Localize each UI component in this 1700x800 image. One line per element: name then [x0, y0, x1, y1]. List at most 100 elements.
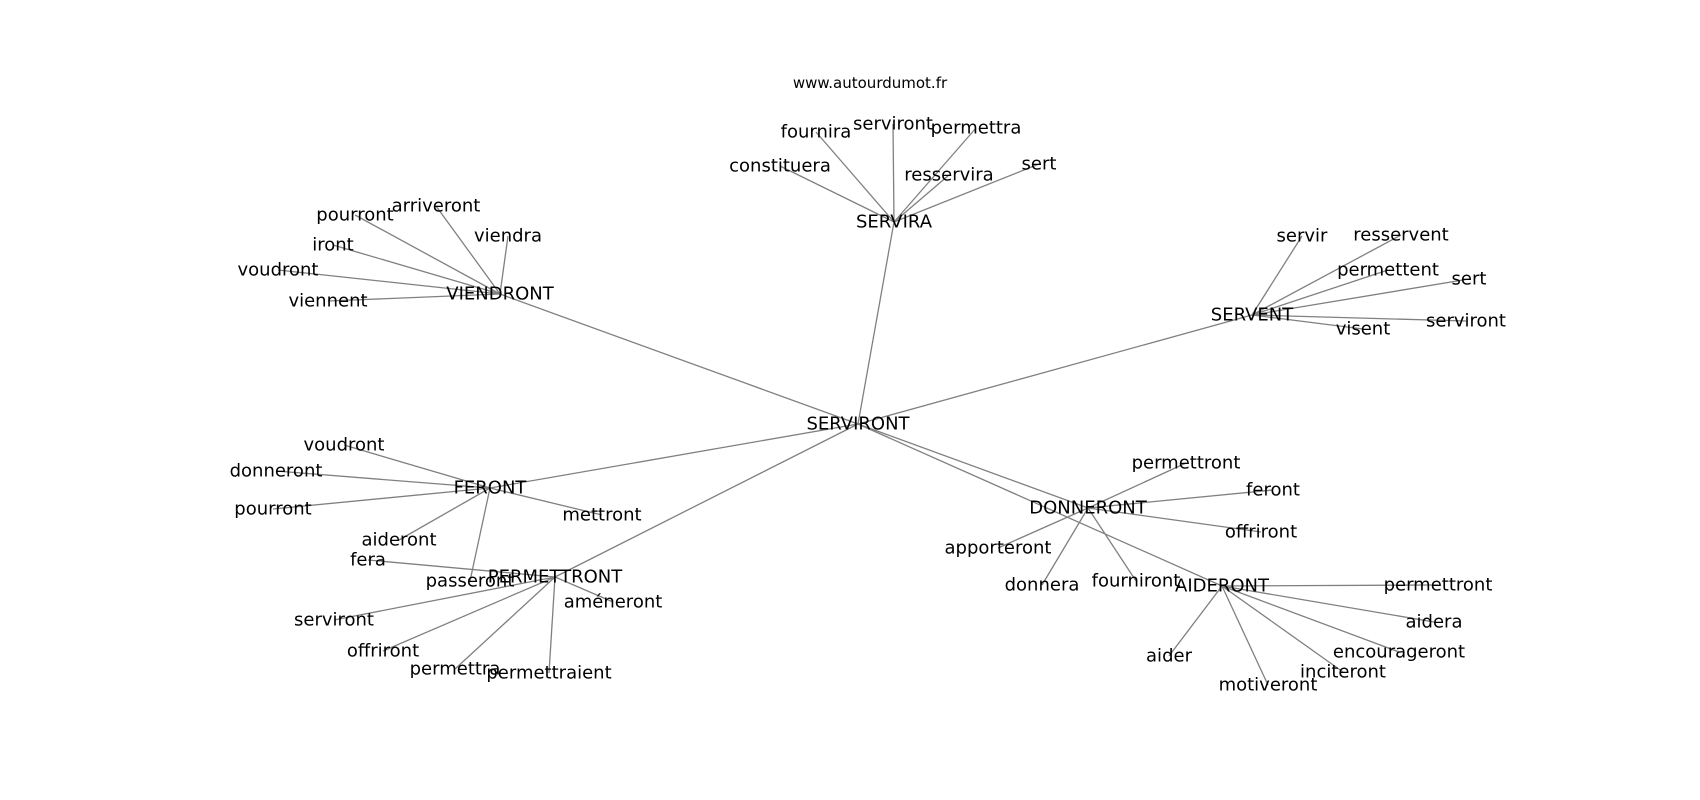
node-label-aid-aidera: aidera — [1406, 612, 1463, 633]
edge-donneront-donn_apporteront — [997, 507, 1089, 549]
edge-permettront-perm_permettraient — [548, 576, 556, 674]
edge-donneront-donn_permettront — [1087, 462, 1187, 509]
node-label-donn-donnera: donnera — [1005, 575, 1080, 596]
node-label-aid-aider: aider — [1146, 646, 1193, 667]
node-label-feront: FERONT — [454, 478, 528, 499]
node-label-servent-resservent: resservent — [1353, 225, 1449, 246]
node-label-servira-sert: sert — [1022, 154, 1057, 175]
edge-viendront-viendront_iront — [332, 244, 501, 295]
node-label-aid-permettront: permettront — [1384, 575, 1493, 596]
node-label-servira-constituera: constituera — [729, 156, 831, 177]
edge-feront-feront_aideront — [398, 487, 491, 541]
node-label-servira: SERVIRA — [856, 212, 933, 233]
node-label-viendront: VIENDRONT — [446, 284, 554, 305]
node-label-servent-serviront: serviront — [1426, 311, 1506, 332]
edge-serviront-donneront — [857, 423, 1089, 509]
edge-aideront-aid_encourageront — [1221, 585, 1400, 653]
node-label-permettront: PERMETTRONT — [488, 567, 623, 588]
edge-permettront-perm_ameneront — [554, 576, 614, 603]
node-label-servira-serviront: serviront — [853, 114, 933, 135]
node-label-perm-permettra: permettra — [410, 659, 501, 680]
node-label-aid-encourageront: encourageront — [1333, 642, 1465, 663]
edge-aideront-aid_motiveront — [1221, 585, 1269, 686]
node-label-perm-permettraient: permettraient — [486, 663, 611, 684]
node-label-servent: SERVENT — [1211, 305, 1294, 326]
node-label-viendront-arriveront: arriveront — [392, 196, 481, 217]
node-label-servent-permettent: permettent — [1337, 260, 1439, 281]
node-label-donneront: DONNERONT — [1029, 498, 1147, 519]
node-label-feront-pourront: pourront — [234, 499, 311, 520]
labels-layer: SERVIRONT SERVIRA VIENDRONT SERVENT FERONT PE… — [230, 114, 1506, 696]
edge-serviront-servent — [857, 314, 1253, 425]
edge-serviront-servira — [857, 221, 895, 425]
node-label-aid-motiveront: motiveront — [1219, 675, 1318, 696]
node-label-aideront: AIDERONT — [1175, 576, 1270, 597]
edge-aideront-aid_inciteront — [1221, 585, 1344, 673]
node-label-feront-donneront: donneront — [230, 461, 323, 482]
edge-servent-servent_permettent — [1251, 269, 1389, 316]
edge-viendront-viendront_viennent — [327, 293, 501, 302]
edge-serviront-feront — [489, 423, 859, 489]
node-label-donn-apporteront: apporteront — [945, 538, 1052, 559]
node-label-feront-fera: fera — [350, 550, 386, 571]
node-label-aid-inciteront: inciteront — [1300, 662, 1386, 683]
node-label-servira-resservira: resservira — [904, 165, 993, 186]
node-label-feront-passeront: passeront — [426, 571, 515, 592]
node-label-viendront-viennent: viennent — [288, 291, 367, 312]
edge-feront-feront_donneront — [275, 470, 491, 489]
edge-servira-servira_fournira — [815, 131, 895, 223]
node-label-servent-servir: servir — [1277, 226, 1329, 247]
edge-donneront-donn_feront — [1087, 489, 1274, 509]
node-label-perm-serviront: serviront — [294, 610, 374, 631]
edge-servira-servira_resservira — [893, 174, 950, 223]
node-label-viendront-pourront: pourront — [316, 205, 393, 226]
node-label-perm-offriront: offriront — [347, 641, 419, 662]
edge-servira-servira_sert — [893, 163, 1040, 223]
edge-feront-feront_voudront — [343, 444, 491, 489]
node-label-feront-voudront: voudront — [304, 435, 385, 456]
edge-viendront-viendront_viendra — [499, 235, 509, 295]
edge-servent-servent_visent — [1251, 314, 1364, 330]
node-label-donn-permettront: permettront — [1132, 453, 1241, 474]
edge-serviront-permettront — [554, 423, 859, 578]
edge-permettront-feront_fera — [367, 559, 556, 578]
edge-servira-servira_constituera — [779, 165, 895, 223]
edge-servent-servent_sert — [1251, 278, 1470, 316]
edge-feront-feront_pourront — [272, 487, 491, 510]
node-label-donn-fourniront: fourniront — [1092, 571, 1181, 592]
edge-aideront-aid_permettront — [1221, 584, 1439, 587]
edge-serviront-aideront — [857, 423, 1223, 587]
edge-donneront-donn_donnera — [1041, 507, 1089, 586]
node-label-viendront-iront: iront — [312, 235, 353, 256]
edge-feront-feront_passeront — [469, 487, 491, 582]
node-label-servent-sert: sert — [1452, 269, 1487, 290]
node-label-feront-mettront: mettront — [562, 505, 641, 526]
edge-donneront-donn_offriront — [1087, 507, 1262, 533]
node-label-servent-visent: visent — [1336, 319, 1391, 340]
edge-servent-servent_resservent — [1251, 234, 1402, 316]
edge-viendront-viendront_arriveront — [435, 205, 501, 295]
edges-layer — [272, 123, 1470, 686]
node-label-donn-offriront: offriront — [1225, 522, 1297, 543]
edge-servira-servira_permettra — [893, 127, 977, 223]
edge-aideront-aid_aider — [1168, 585, 1223, 657]
edge-permettront-perm_serviront — [333, 576, 556, 621]
edge-viendront-viendront_pourront — [354, 214, 501, 295]
edge-servent-servent_serviront — [1251, 314, 1467, 322]
edge-servira-servira_serviront — [892, 123, 895, 223]
edge-donneront-donn_fourniront — [1087, 507, 1137, 582]
node-label-serviront: SERVIRONT — [806, 414, 910, 435]
edge-feront-feront_mettront — [489, 487, 603, 516]
edge-servent-servent_servir — [1251, 235, 1303, 316]
edge-serviront-viendront — [499, 293, 859, 425]
site-url-label: www.autourdumot.fr — [793, 74, 948, 92]
node-label-servira-fournira: fournira — [781, 122, 852, 143]
edge-viendront-viendront_voudront — [277, 269, 501, 295]
edge-aideront-aid_aidera — [1221, 585, 1435, 623]
node-label-viendront-viendra: viendra — [474, 226, 542, 247]
node-label-servira-permettra: permettra — [931, 118, 1022, 139]
node-label-perm-ameneront: améneront — [564, 592, 663, 613]
node-label-viendront-voudront: voudront — [238, 260, 319, 281]
node-label-feront-aideront: aideront — [361, 530, 436, 551]
